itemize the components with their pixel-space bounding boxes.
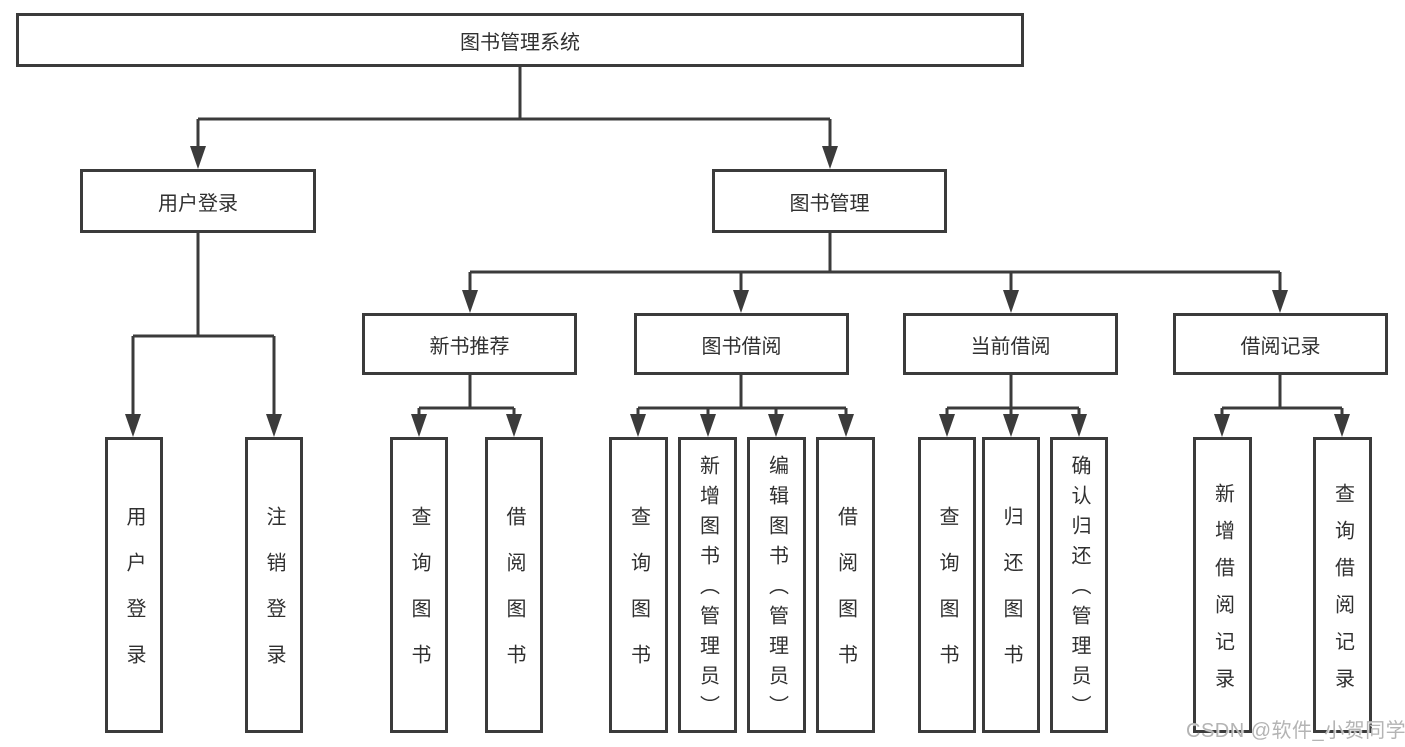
leaf-user-login-label: 用户登录 <box>123 506 145 690</box>
node-root: 图书管理系统 <box>16 13 1024 67</box>
leaf-confirm-return-admin-label: 确认归还（管理员） <box>1068 455 1090 725</box>
leaf-return-book: 归还图书 <box>982 437 1040 733</box>
leaf-add-borrow-record: 新增借阅记录 <box>1193 437 1252 733</box>
leaf-edit-book-admin-label: 编辑图书（管理员） <box>765 455 788 725</box>
leaf-query-books-3: 查询图书 <box>918 437 976 733</box>
leaf-borrow-books-1: 借阅图书 <box>485 437 543 733</box>
leaf-query-books-1-label: 查询图书 <box>408 506 430 690</box>
leaf-logout: 注销登录 <box>245 437 303 733</box>
leaf-borrow-books-2: 借阅图书 <box>816 437 875 733</box>
node-book-borrow: 图书借阅 <box>634 313 849 375</box>
leaf-add-book-admin-label: 新增图书（管理员） <box>696 455 719 725</box>
leaf-query-books-2: 查询图书 <box>609 437 668 733</box>
leaf-edit-book-admin: 编辑图书（管理员） <box>747 437 806 733</box>
leaf-query-books-3-label: 查询图书 <box>936 506 958 690</box>
leaf-logout-label: 注销登录 <box>263 506 285 690</box>
leaf-query-books-1: 查询图书 <box>390 437 448 733</box>
node-new-book-rec: 新书推荐 <box>362 313 577 375</box>
leaf-borrow-books-1-label: 借阅图书 <box>503 506 525 690</box>
leaf-return-book-label: 归还图书 <box>1000 506 1022 690</box>
leaf-query-borrow-record-label: 查询借阅记录 <box>1331 482 1354 705</box>
leaf-confirm-return-admin: 确认归还（管理员） <box>1050 437 1108 733</box>
arrowheads <box>125 146 1350 437</box>
leaf-query-borrow-record: 查询借阅记录 <box>1313 437 1372 733</box>
node-book-mgmt: 图书管理 <box>712 169 947 233</box>
leaf-borrow-books-2-label: 借阅图书 <box>834 506 857 690</box>
leaf-user-login: 用户登录 <box>105 437 163 733</box>
leaf-query-books-2-label: 查询图书 <box>627 506 650 690</box>
leaf-add-borrow-record-label: 新增借阅记录 <box>1211 482 1234 705</box>
leaf-add-book-admin: 新增图书（管理员） <box>678 437 737 733</box>
watermark-text: CSDN @软件_小贺同学 <box>1186 720 1405 742</box>
node-current-borrow: 当前借阅 <box>903 313 1118 375</box>
node-user-login: 用户登录 <box>80 169 316 233</box>
node-borrow-records: 借阅记录 <box>1173 313 1388 375</box>
